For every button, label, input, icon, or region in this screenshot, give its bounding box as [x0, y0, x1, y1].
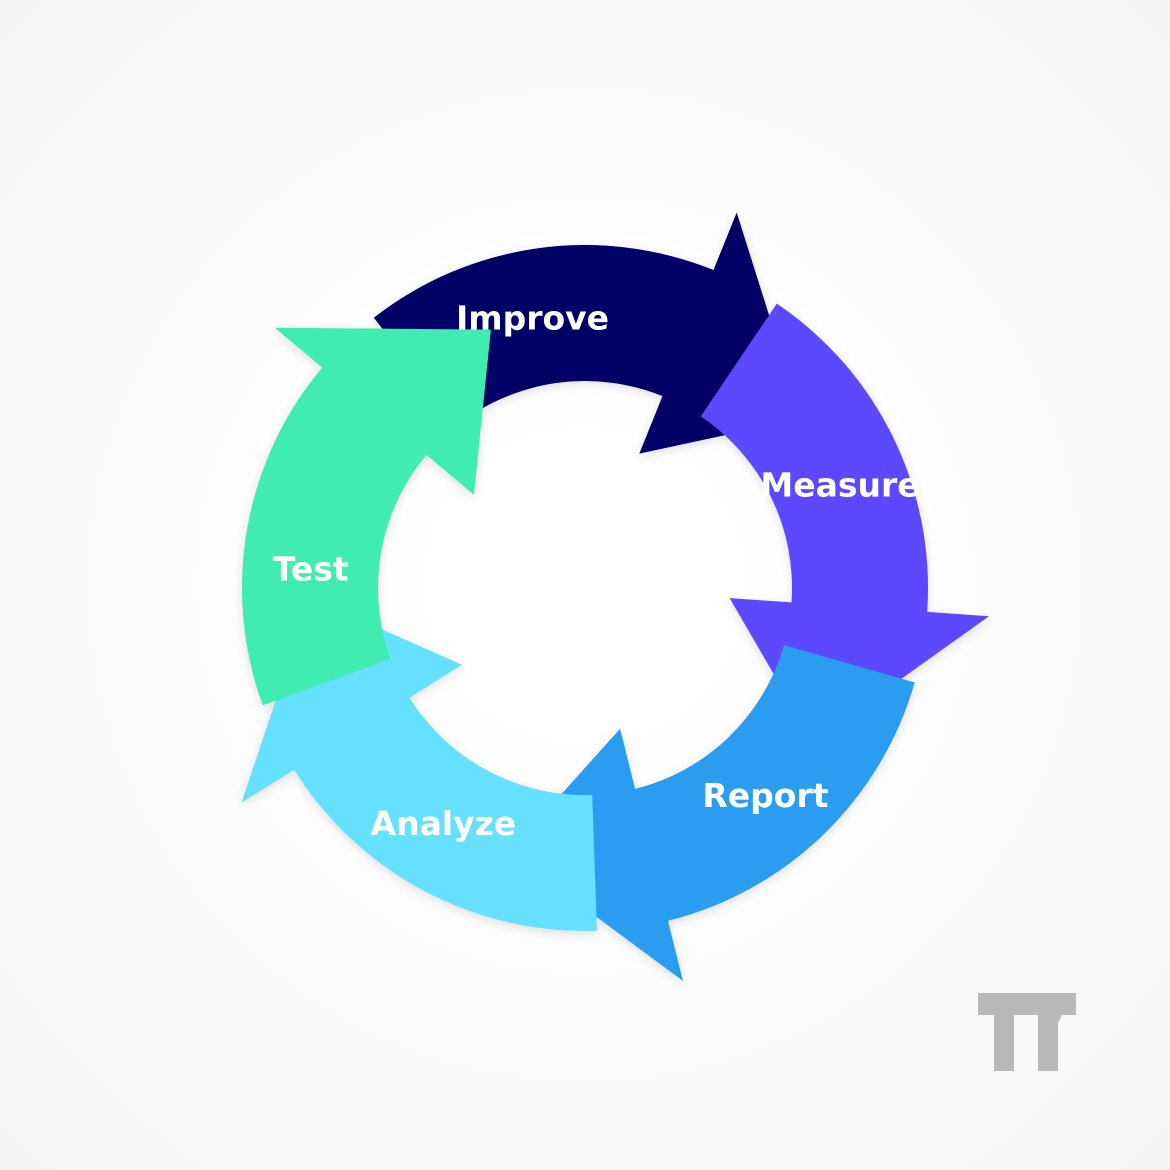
logo-left-t [978, 993, 1030, 1071]
label-report: Report [702, 776, 828, 815]
label-analyze: Analyze [371, 804, 517, 843]
logo-right-t [1024, 993, 1076, 1071]
arrow-test [241, 327, 491, 706]
label-improve: Improve [456, 299, 609, 338]
tt-logo-icon [978, 993, 1076, 1071]
arrow-analyze [241, 597, 597, 932]
arrow-measure [700, 303, 989, 742]
label-test: Test [273, 549, 349, 588]
label-measure: Measure [760, 466, 919, 505]
arrow-report [509, 645, 915, 981]
